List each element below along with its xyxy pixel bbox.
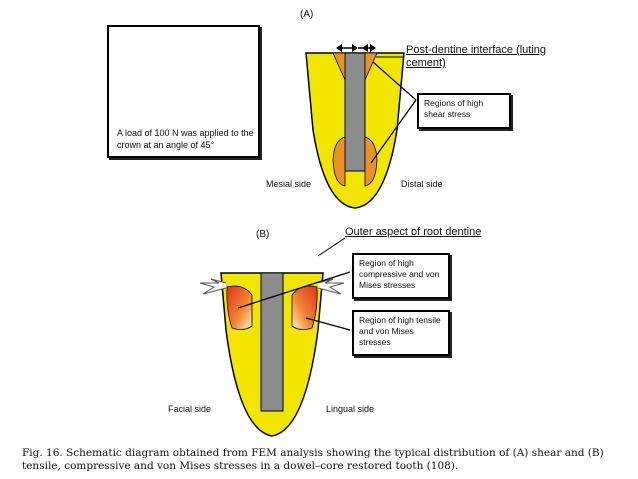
load-inset-box: A load of 100 N was applied to the crown… <box>107 25 260 158</box>
post-dentine-interface-title: Post-dentine interface (luting cement) <box>406 44 547 69</box>
distal-side-label: Distal side <box>401 179 443 189</box>
mesial-side-label: Mesial side <box>266 179 312 189</box>
panel-a-letter: (A) <box>300 9 314 20</box>
callout-a-leaders <box>370 61 417 164</box>
tooth-a-stress-right <box>364 136 378 187</box>
tooth-a-stress-left <box>332 136 346 187</box>
panel-b-letter: (B) <box>256 229 270 240</box>
tooth-a <box>305 44 417 209</box>
gum-left-icon <box>199 278 227 295</box>
gum-right-icon <box>317 278 345 295</box>
facial-side-label: Facial side <box>168 404 212 414</box>
tensile-stress-callout: Region of high tensile and von Mises str… <box>352 310 450 356</box>
inset-load-text: A load of 100 N was applied to the crown… <box>117 128 254 150</box>
tooth-b-post <box>260 272 284 412</box>
title-b-leader <box>317 237 346 257</box>
tooth-b <box>199 237 351 437</box>
tooth-a-post <box>344 52 366 172</box>
tooth-a-cement-right <box>364 52 378 81</box>
figure-caption: Fig. 16. Schematic diagram obtained from… <box>22 447 604 472</box>
shear-stress-callout: Regions of high shear stress <box>417 93 511 129</box>
callout-b-leaders <box>237 271 351 331</box>
tooth-a-cement-left <box>332 52 346 81</box>
lingual-side-label: Lingual side <box>326 404 375 414</box>
compressive-stress-callout: Region of high compressive and von Mises… <box>352 253 450 299</box>
tooth-b-stress-right <box>291 285 318 330</box>
interface-arrows-icon <box>336 44 376 52</box>
outer-root-dentine-title: Outer aspect of root dentine <box>345 226 482 238</box>
